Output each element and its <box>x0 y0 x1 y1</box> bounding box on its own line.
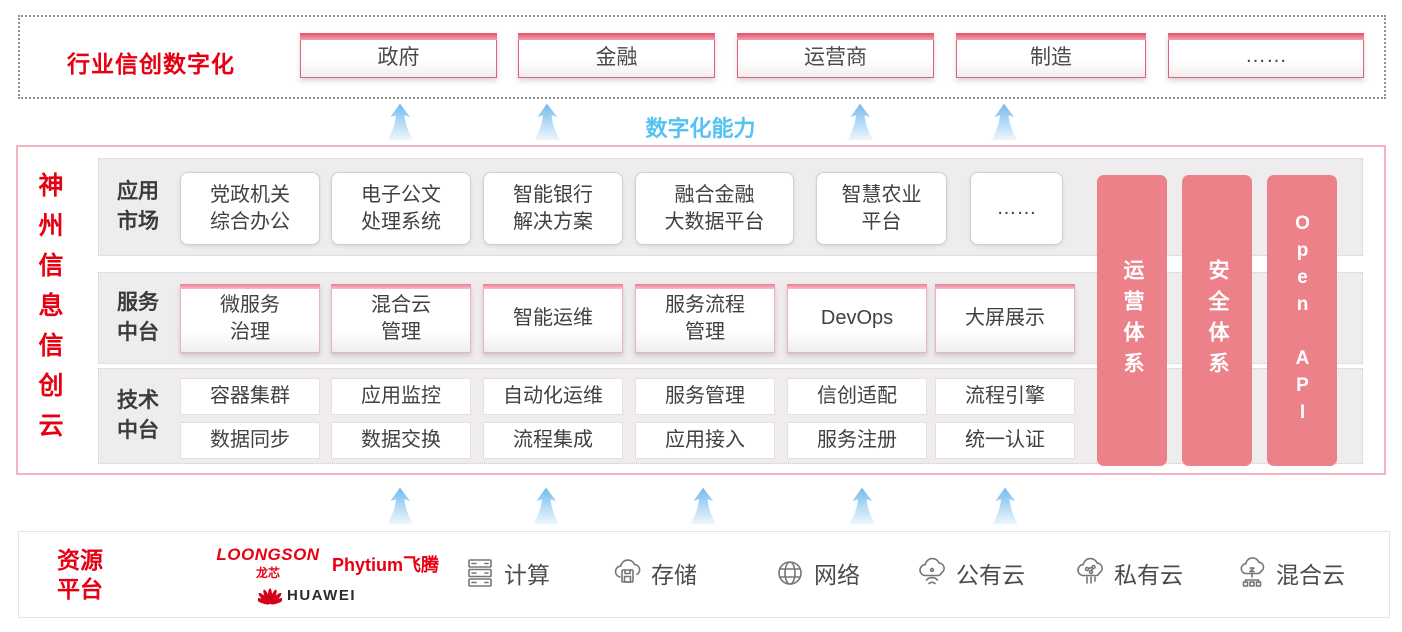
industry-box-more: …… <box>1168 33 1364 78</box>
resource-item-public-cloud: 公有云 <box>915 556 1025 590</box>
app-card-more: …… <box>970 172 1063 245</box>
up-arrow-icon <box>387 487 414 525</box>
resource-item-storage: 存储 <box>610 556 697 590</box>
tech-card: 流程集成 <box>483 422 623 459</box>
huawei-flower-icon <box>258 584 282 606</box>
industry-band: 行业信创数字化 <box>18 15 1386 99</box>
resource-item-private-cloud: 私有云 <box>1073 556 1183 590</box>
server-icon <box>463 556 497 590</box>
resource-band <box>18 531 1390 618</box>
app-card: 融合金融 大数据平台 <box>635 172 794 245</box>
resource-item-label: 存储 <box>651 562 697 588</box>
tech-card: 服务管理 <box>635 378 775 415</box>
resource-item-hybrid-cloud: 混合云 <box>1235 556 1345 590</box>
huawei-logo: HUAWEI <box>258 584 356 606</box>
up-arrow-icon <box>849 487 876 525</box>
industry-box-manufacturing: 制造 <box>956 33 1146 78</box>
service-card: 智能运维 <box>483 284 623 353</box>
resource-item-label: 计算 <box>504 562 550 588</box>
tech-card: 服务注册 <box>787 422 927 459</box>
resource-item-label: 混合云 <box>1276 562 1345 588</box>
service-card: 服务流程 管理 <box>635 284 775 353</box>
resource-item-compute: 计算 <box>463 556 550 590</box>
tech-card: 容器集群 <box>180 378 320 415</box>
industry-band-title: 行业信创数字化 <box>67 51 235 77</box>
resource-item-label: 网络 <box>814 562 860 588</box>
phytium-logo: Phytium飞腾 <box>332 555 440 575</box>
up-arrow-icon <box>847 103 874 141</box>
hybrid-cloud-icon <box>1235 556 1269 590</box>
loongson-logo: LOONGSON 龙芯 <box>212 545 324 581</box>
pillar-security-system: 安全体系 <box>1182 175 1252 466</box>
public-cloud-icon <box>915 556 949 590</box>
resource-item-label: 私有云 <box>1114 562 1183 588</box>
industry-box-government: 政府 <box>300 33 497 78</box>
pillar-open-api: Open API <box>1267 175 1337 466</box>
tech-card: 应用接入 <box>635 422 775 459</box>
up-arrow-icon <box>534 103 561 141</box>
up-arrow-icon <box>992 487 1019 525</box>
platform-title: 神州信息信创云 <box>35 172 63 452</box>
storage-cloud-icon <box>610 556 644 590</box>
up-arrow-icon <box>690 487 717 525</box>
app-card: 电子公文 处理系统 <box>331 172 471 245</box>
private-cloud-icon <box>1073 556 1107 590</box>
service-card: 大屏展示 <box>935 284 1075 353</box>
up-arrow-icon <box>387 103 414 141</box>
tech-card: 信创适配 <box>787 378 927 415</box>
industry-box-operator: 运营商 <box>737 33 934 78</box>
service-card: 微服务 治理 <box>180 284 320 353</box>
resource-item-network: 网络 <box>773 556 860 590</box>
huawei-logo-text: HUAWEI <box>287 586 356 604</box>
service-card: 混合云 管理 <box>331 284 471 353</box>
tech-card: 数据同步 <box>180 422 320 459</box>
resource-band-title: 资源 平台 <box>57 547 103 602</box>
industry-box-finance: 金融 <box>518 33 715 78</box>
tech-card: 应用监控 <box>331 378 471 415</box>
app-market-label: 应用 市场 <box>117 180 159 233</box>
tech-card: 数据交换 <box>331 422 471 459</box>
app-card: 智慧农业 平台 <box>816 172 947 245</box>
tech-card: 流程引擎 <box>935 378 1075 415</box>
loongson-logo-cn: 龙芯 <box>255 566 280 580</box>
capability-label: 数字化能力 <box>645 116 756 141</box>
resource-item-label: 公有云 <box>956 562 1025 588</box>
globe-icon <box>773 556 807 590</box>
app-card: 党政机关 综合办公 <box>180 172 320 245</box>
tech-card: 自动化运维 <box>483 378 623 415</box>
up-arrow-icon <box>991 103 1018 141</box>
service-card: DevOps <box>787 284 927 353</box>
pillar-operation-system: 运营体系 <box>1097 175 1167 466</box>
loongson-logo-text: LOONGSON <box>216 545 320 564</box>
service-middleware-label: 服务 中台 <box>117 291 159 344</box>
tech-card: 统一认证 <box>935 422 1075 459</box>
tech-middleware-label: 技术 中台 <box>117 389 159 442</box>
app-card: 智能银行 解决方案 <box>483 172 623 245</box>
up-arrow-icon <box>533 487 560 525</box>
